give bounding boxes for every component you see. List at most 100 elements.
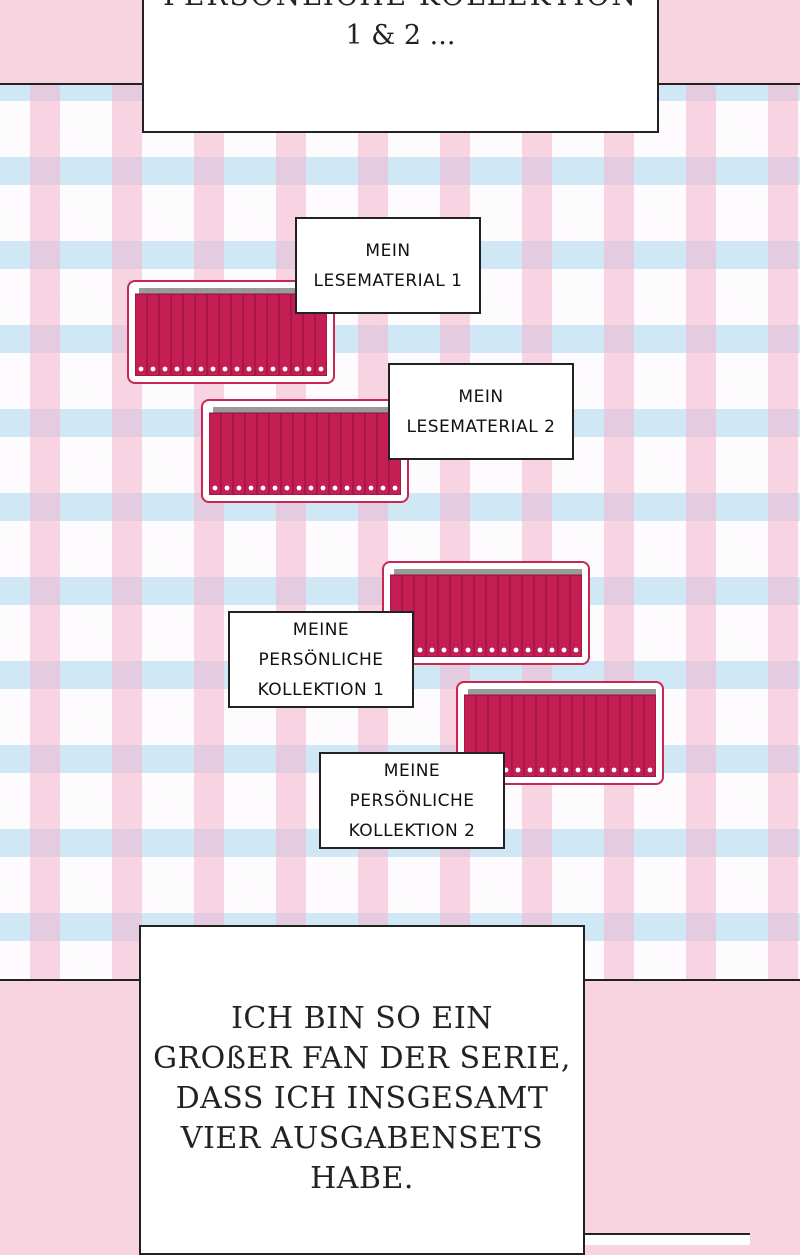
- book-spine: [511, 694, 525, 777]
- bottom-caption-line: ICH BIN SO EIN: [231, 1001, 493, 1036]
- book-spine-dot: [513, 647, 519, 653]
- book-spine-dot: [270, 366, 276, 372]
- book-row-icon: [390, 569, 582, 657]
- label-line: MEINE: [292, 619, 350, 640]
- book-spine-dot: [623, 767, 629, 773]
- book-spine: [473, 574, 487, 657]
- book-set-2: [201, 399, 409, 503]
- book-spine: [352, 412, 366, 495]
- book-spine: [595, 694, 609, 777]
- book-spine-dot: [380, 485, 386, 491]
- book-spine-dot: [587, 767, 593, 773]
- book-spine-dot: [272, 485, 278, 491]
- next-panel-edge: [585, 1233, 750, 1245]
- book-set-4: [456, 681, 664, 785]
- book-spine: [256, 412, 270, 495]
- book-spine-dot: [549, 647, 555, 653]
- book-spine-dot: [222, 366, 228, 372]
- book-spine-dot: [294, 366, 300, 372]
- book-set-3: [382, 561, 590, 665]
- book-spine-dot: [332, 485, 338, 491]
- book-spine: [340, 412, 354, 495]
- bottom-caption-text: ICH BIN SO EIN GROßER FAN DER SERIE, DAS…: [141, 999, 583, 1199]
- book-spine-dot: [318, 366, 324, 372]
- book-spine-dot: [465, 647, 471, 653]
- book-spine-dot: [356, 485, 362, 491]
- label-line: KOLLEKTION 2: [348, 820, 476, 841]
- book-row-icon: [135, 288, 327, 376]
- book-spine-dot: [236, 485, 242, 491]
- book-spine-dot: [392, 485, 398, 491]
- book-spine-dot: [429, 647, 435, 653]
- book-spine-dot: [210, 366, 216, 372]
- book-spine: [206, 293, 220, 376]
- bottom-caption-box: ICH BIN SO EIN GROßER FAN DER SERIE, DAS…: [139, 925, 585, 1255]
- label-lesematerial-1: MEIN LESEMATERIAL 1: [295, 217, 481, 314]
- book-spine-dot: [212, 485, 218, 491]
- book-spine: [449, 574, 463, 657]
- label-line: LESEMATERIAL 2: [406, 416, 556, 437]
- book-spine-dot: [515, 767, 521, 773]
- book-spine: [364, 412, 378, 495]
- book-spine-dot: [611, 767, 617, 773]
- book-spine: [425, 574, 439, 657]
- book-spine: [158, 293, 172, 376]
- book-spine-dot: [551, 767, 557, 773]
- book-spine: [643, 694, 656, 777]
- top-caption-line-2: 1 & 2 ...: [345, 20, 456, 51]
- book-spine: [292, 412, 306, 495]
- book-spine-dot: [489, 647, 495, 653]
- book-spine-dot: [296, 485, 302, 491]
- label-kollektion-1: MEINE PERSÖNLICHE KOLLEKTION 1: [228, 611, 414, 708]
- label-line: PERSÖNLICHE: [349, 790, 475, 811]
- book-spine: [135, 293, 148, 376]
- label-line: MEIN: [365, 240, 411, 261]
- bottom-caption-line: HABE.: [310, 1161, 414, 1196]
- book-spine-dot: [198, 366, 204, 372]
- book-spine: [244, 412, 258, 495]
- book-spine-dot: [248, 485, 254, 491]
- book-spine: [535, 694, 549, 777]
- book-spine-dot: [537, 647, 543, 653]
- book-spine-dot: [417, 647, 423, 653]
- book-spine-dot: [320, 485, 326, 491]
- book-spine-dot: [344, 485, 350, 491]
- book-spine-dot: [453, 647, 459, 653]
- book-spine-dot: [246, 366, 252, 372]
- book-spine: [232, 412, 246, 495]
- top-caption-box: PERSÖNLICHE KOLLEKTION 1 & 2 ...: [142, 0, 659, 133]
- book-spine: [583, 694, 597, 777]
- book-spine: [545, 574, 559, 657]
- book-spine-dot: [575, 767, 581, 773]
- book-spine: [571, 694, 585, 777]
- book-spine-dot: [224, 485, 230, 491]
- book-spine: [242, 293, 256, 376]
- book-spine-dot: [441, 647, 447, 653]
- book-row-icon: [209, 407, 401, 495]
- book-spine: [220, 412, 234, 495]
- book-spine: [619, 694, 633, 777]
- book-spine-dot: [186, 366, 192, 372]
- book-spine-dot: [561, 647, 567, 653]
- book-spine-dot: [150, 366, 156, 372]
- label-line: LESEMATERIAL 1: [313, 270, 463, 291]
- book-spine: [631, 694, 645, 777]
- book-spine-dot: [563, 767, 569, 773]
- book-spine-dot: [308, 485, 314, 491]
- book-spine-dot: [525, 647, 531, 653]
- book-spine-dot: [162, 366, 168, 372]
- label-lesematerial-2: MEIN LESEMATERIAL 2: [388, 363, 574, 460]
- book-spine: [521, 574, 535, 657]
- book-spine-dot: [647, 767, 653, 773]
- book-spine: [194, 293, 208, 376]
- book-spine: [230, 293, 244, 376]
- book-spine-dot: [539, 767, 545, 773]
- bottom-caption-line: GROßER FAN DER SERIE,: [153, 1041, 571, 1076]
- top-caption-line-1: PERSÖNLICHE KOLLEKTION: [144, 0, 657, 10]
- book-spine: [268, 412, 282, 495]
- book-spine: [461, 574, 475, 657]
- book-spine-dot: [368, 485, 374, 491]
- book-spine: [182, 293, 196, 376]
- book-spine-dot: [599, 767, 605, 773]
- book-spine: [533, 574, 547, 657]
